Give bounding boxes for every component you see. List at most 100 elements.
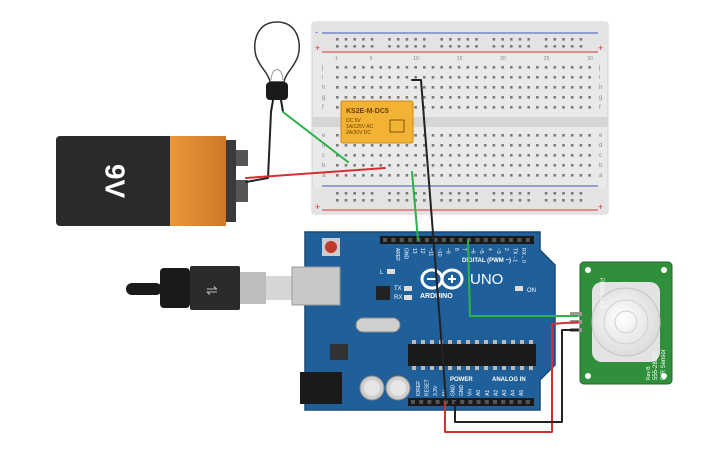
digital-pin-label: TX→1 xyxy=(512,248,518,262)
row-letter: c xyxy=(599,153,602,159)
svg-text:+: + xyxy=(598,202,603,212)
pir-rev: Rev B xyxy=(646,366,652,380)
power-pin-label: A5 xyxy=(519,390,525,396)
row-letter: j xyxy=(598,65,600,71)
power-pin-label: IOREF xyxy=(416,381,422,396)
battery-9v: 9V xyxy=(56,136,248,226)
pir-brand: PARALLAX xyxy=(598,278,604,309)
power-pin-label: GND xyxy=(459,385,465,397)
row-letter: d xyxy=(322,143,325,149)
row-letter: h xyxy=(322,85,325,91)
wire-relay-gnd xyxy=(411,79,447,401)
wire-battery-relay xyxy=(245,167,386,179)
digital-pin-label: GND xyxy=(402,248,408,260)
row-letter: b xyxy=(599,163,603,169)
svg-text:⇌: ⇌ xyxy=(206,282,218,298)
light-bulb xyxy=(254,21,300,113)
arduino-logo-icon xyxy=(420,268,464,290)
digital-pin-label: ~11 xyxy=(428,248,434,256)
wire-pir-signal xyxy=(467,239,579,317)
digital-pin-label: ~9 xyxy=(444,248,450,254)
row-letter: a xyxy=(599,173,603,179)
col-number: 5 xyxy=(370,56,373,62)
digital-pin-label: 2 xyxy=(503,248,509,251)
col-number: 25 xyxy=(544,56,550,62)
power-pin-label: A4 xyxy=(511,390,517,396)
tx-led-label: TX xyxy=(394,286,402,292)
usb-jack xyxy=(291,266,341,306)
power-header-label: POWER xyxy=(450,377,473,383)
digital-pin-label: ~5 xyxy=(478,248,484,254)
power-pin-label: Vin xyxy=(468,389,474,396)
usb-cable: ⇌ xyxy=(126,266,296,310)
digital-pin-label: 13 xyxy=(411,248,417,254)
arduino-brand: ARDUINO xyxy=(420,293,453,300)
pir-sensor: PIR Sensor 555-28027 Rev B PARALLAX xyxy=(570,261,673,385)
wires xyxy=(245,79,579,433)
digital-pin-label: ~3 xyxy=(495,248,501,254)
digital-header-label: DIGITAL (PWM ~) xyxy=(462,258,511,264)
relay-line-1: DC 5V xyxy=(346,118,361,124)
digital-pin-label: 8 xyxy=(453,248,459,251)
digital-pin-label: RX←0 xyxy=(520,248,526,263)
svg-text:+: + xyxy=(315,202,320,212)
digital-pin-label: 4 xyxy=(486,248,492,251)
battery-label: 9V xyxy=(100,164,131,199)
relay-line-2: 1A/125V AC xyxy=(346,124,374,130)
power-pin-label: A1 xyxy=(485,390,491,396)
col-number: 15 xyxy=(457,56,463,62)
atmega-chip xyxy=(408,344,536,366)
l-led-label: L xyxy=(380,270,384,276)
pir-part: 555-28027 xyxy=(653,351,659,380)
row-letter: b xyxy=(322,163,326,169)
row-letter: i xyxy=(322,75,323,81)
svg-text:-: - xyxy=(315,27,318,37)
relay-line-0: KS2E-M-DC5 xyxy=(346,108,389,115)
col-number: 30 xyxy=(587,56,593,62)
row-letter: a xyxy=(322,173,326,179)
digital-pin-label: 12 xyxy=(419,248,425,254)
svg-text:+: + xyxy=(598,43,603,53)
power-pin-label: A0 xyxy=(476,390,482,396)
power-jack xyxy=(300,372,342,404)
row-letter: f xyxy=(599,105,601,111)
relay-line-3: 2A/30V DC xyxy=(346,130,371,136)
wire-pir-gnd xyxy=(454,329,579,423)
row-letter: g xyxy=(322,95,325,101)
row-letter: i xyxy=(599,75,600,81)
col-number: 20 xyxy=(500,56,506,62)
digital-pin-label: ~10 xyxy=(436,248,442,257)
digital-pin-label: 7 xyxy=(461,248,467,251)
arduino-uno-board: ARDUINO UNO DIGITAL (PWM ~) POWER ANALOG… xyxy=(291,231,556,411)
wire-relay-signal xyxy=(411,171,419,241)
relay-module: KS2E-M-DC5 DC 5V 1A/125V AC 2A/30V DC xyxy=(340,100,414,144)
on-led-label: ON xyxy=(527,288,536,294)
power-pin-label: RESET xyxy=(425,379,431,396)
row-letter: g xyxy=(599,95,602,101)
digital-pin-label: ~6 xyxy=(470,248,476,254)
rx-led-label: RX xyxy=(394,295,402,301)
wire-bulb-relay xyxy=(282,111,349,163)
wire-bulb-battery xyxy=(245,111,272,183)
analog-header-label: ANALOG IN xyxy=(492,377,526,383)
row-letter: d xyxy=(599,143,602,149)
wire-pir-power xyxy=(444,321,579,433)
power-pin-label: A2 xyxy=(493,390,499,396)
row-letter: h xyxy=(599,85,602,91)
power-pin-label: GND xyxy=(450,385,456,397)
row-letter: c xyxy=(322,153,325,159)
row-letter: e xyxy=(322,133,326,139)
col-number: 1 xyxy=(335,56,338,62)
pir-label: PIR Sensor xyxy=(661,349,667,380)
digital-pin-label: AREF xyxy=(394,248,400,261)
row-letter: e xyxy=(599,133,603,139)
power-pin-label: 3.3V xyxy=(433,385,439,396)
power-pin-label: A3 xyxy=(502,390,508,396)
col-number: 10 xyxy=(413,56,419,62)
pir-dome xyxy=(591,287,661,357)
row-letter: j xyxy=(321,65,323,71)
row-letter: f xyxy=(322,105,324,111)
arduino-model: UNO xyxy=(470,271,503,288)
